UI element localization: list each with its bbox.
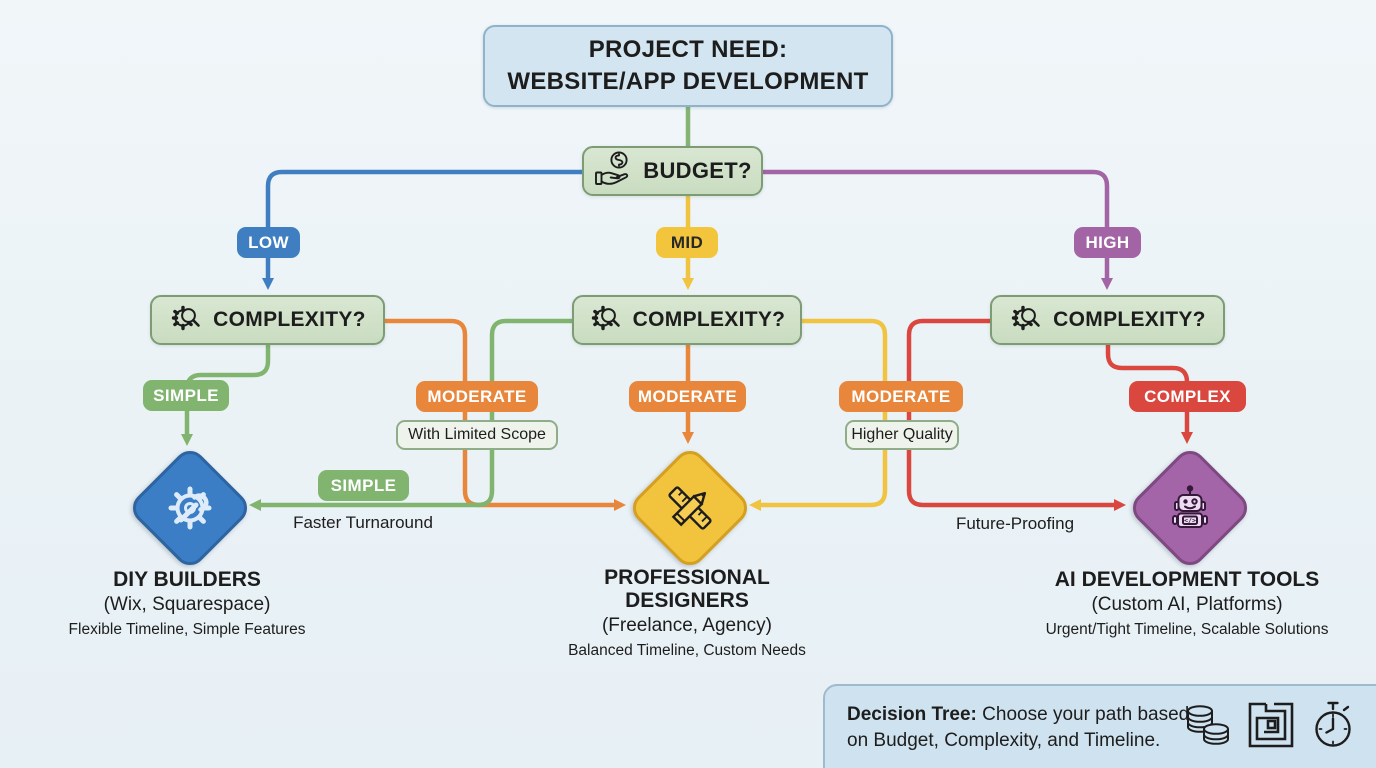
complexity-node-high: COMPLEXITY?: [990, 295, 1225, 345]
outcome-ai: AI DEVELOPMENT TOOLS (Custom AI, Platfor…: [1012, 568, 1362, 639]
edge-lowcx-moderate-designers: [382, 318, 626, 511]
badge-moderate-high: MODERATE: [839, 381, 963, 412]
edge-label-future-proofing: Future-Proofing: [955, 514, 1075, 533]
outcome-diy-note: Flexible Timeline, Simple Features: [68, 621, 306, 639]
complexity-node-mid: COMPLEXITY?: [572, 295, 802, 345]
footer-description: Choose your path based on Budget, Comple…: [847, 704, 1190, 751]
outcome-designers-title: PROFESSIONAL DESIGNERS: [604, 566, 770, 613]
outcome-ai-title: AI DEVELOPMENT TOOLS: [1054, 568, 1320, 591]
diy-diamond: [126, 444, 254, 572]
outcome-diy: DIY BUILDERS (Wix, Squarespace) Flexible…: [12, 568, 362, 639]
complexity-label: COMPLEXITY?: [213, 308, 366, 331]
badge-simple-mid: SIMPLE: [318, 470, 409, 501]
badge-moderate-low: MODERATE: [416, 381, 538, 412]
money-hand-icon: [593, 150, 633, 193]
budget-node: BUDGET?: [582, 146, 763, 196]
footer-text: Decision Tree: Choose your path based on…: [847, 702, 1199, 753]
edge-budget-low: [265, 169, 585, 230]
root-node: PROJECT NEED: WEBSITE/APP DEVELOPMENT: [483, 25, 893, 107]
badge-simple-low: SIMPLE: [143, 380, 229, 411]
badge-low: LOW: [237, 227, 300, 258]
coins-icon: [1183, 701, 1233, 754]
gear-magnifier-icon: [169, 301, 203, 340]
pencil-ruler-icon: [660, 478, 720, 538]
edge-budget-high: [760, 169, 1110, 230]
ai-diamond: </>: [1126, 444, 1254, 572]
designers-diamond: [626, 444, 754, 572]
outcome-designers-subtitle: (Freelance, Agency): [601, 615, 773, 637]
badge-complex-high: COMPLEX: [1129, 381, 1246, 412]
edge-highcx-futureproofing-ai: [906, 318, 1126, 511]
outcome-designers-note: Balanced Timeline, Custom Needs: [568, 642, 806, 660]
gear-magnifier-icon: [1009, 301, 1043, 340]
footer-legend: Decision Tree: Choose your path based on…: [823, 684, 1376, 768]
edge-highcx-complex-ai: [1105, 342, 1193, 444]
budget-label: BUDGET?: [643, 158, 752, 183]
root-title: PROJECT NEED: WEBSITE/APP DEVELOPMENT: [507, 36, 869, 95]
qualifier-higher-quality: Higher Quality: [845, 420, 959, 450]
outcome-diy-title: DIY BUILDERS: [113, 568, 261, 591]
stopwatch-icon: [1309, 700, 1357, 755]
badge-moderate-mid: MODERATE: [629, 381, 746, 412]
badge-mid: MID: [656, 227, 718, 258]
badge-high: HIGH: [1074, 227, 1141, 258]
edge-midcx-right-designers: [749, 318, 888, 511]
outcome-diy-subtitle: (Wix, Squarespace): [103, 594, 271, 616]
robot-icon: </>: [1165, 483, 1215, 533]
outcome-designers: PROFESSIONAL DESIGNERS (Freelance, Agenc…: [557, 566, 817, 660]
outcome-ai-subtitle: (Custom AI, Platforms): [1091, 594, 1283, 616]
edge-label-faster-turnaround: Faster Turnaround: [293, 513, 433, 532]
complexity-node-low: COMPLEXITY?: [150, 295, 385, 345]
edge-midcx-simple-diy: [249, 318, 575, 511]
qualifier-limited-scope: With Limited Scope: [396, 420, 558, 450]
footer-title: Decision Tree:: [847, 704, 977, 725]
gear-wrench-icon: [162, 480, 218, 536]
maze-icon: [1247, 701, 1295, 754]
outcome-ai-note: Urgent/Tight Timeline, Scalable Solution…: [1045, 621, 1329, 639]
svg-text:</>: </>: [1184, 517, 1196, 525]
complexity-label: COMPLEXITY?: [632, 308, 786, 331]
gear-magnifier-icon: [589, 301, 623, 340]
footer-icons: [1183, 700, 1357, 755]
complexity-label: COMPLEXITY?: [1053, 308, 1206, 331]
